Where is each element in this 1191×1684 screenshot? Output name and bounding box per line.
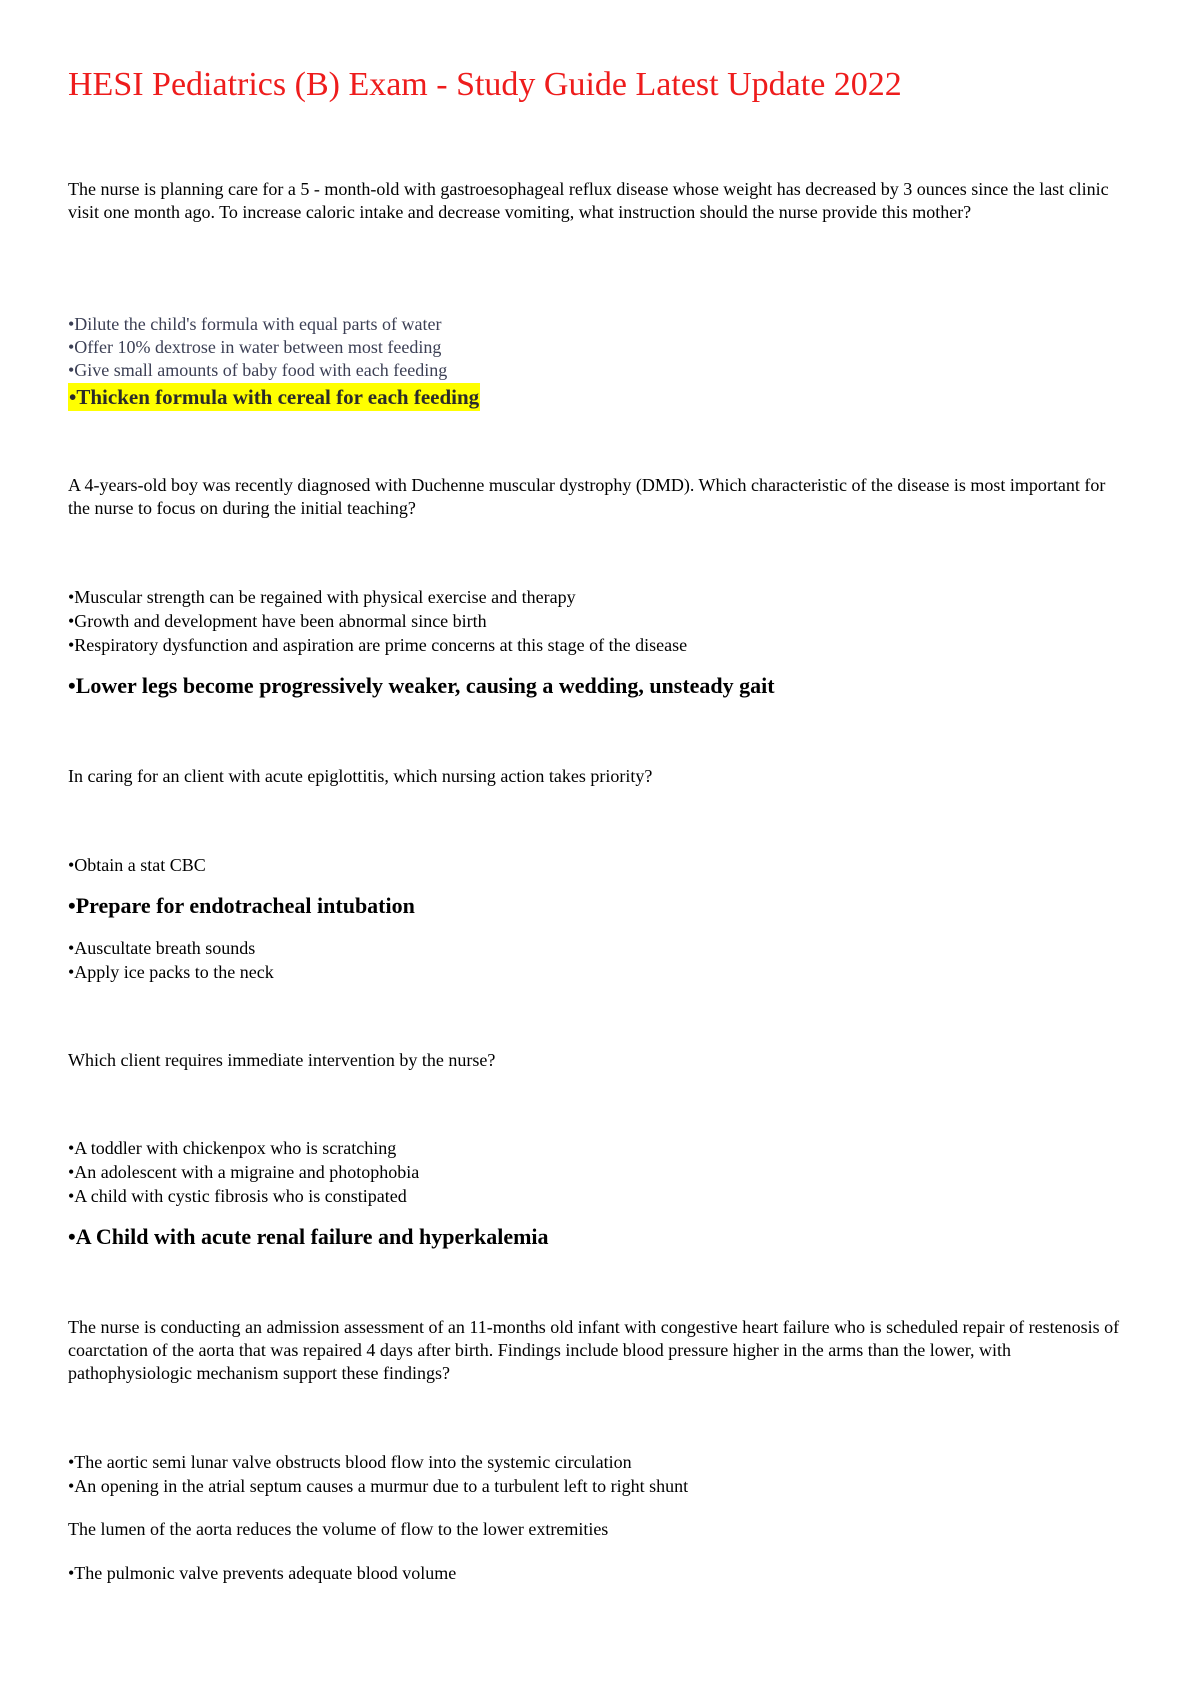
correct-answer: •Prepare for endotracheal intubation [68, 893, 415, 918]
correct-answer: •Lower legs become progressively weaker,… [68, 673, 775, 698]
answer-statement: The lumen of the aorta reduces the volum… [68, 1519, 609, 1539]
option-item: •A child with cystic fibrosis who is con… [68, 1186, 407, 1206]
highlighted-answer: •Thicken formula with cereal for each fe… [68, 383, 481, 411]
option-item: •A toddler with chickenpox who is scratc… [68, 1138, 397, 1158]
option-item: •The aortic semi lunar valve obstructs b… [68, 1452, 632, 1472]
option-item: •Dilute the child's formula with equal p… [68, 314, 442, 334]
option-item: •Auscultate breath sounds [68, 938, 256, 958]
question-text: A 4-years-old boy was recently diagnosed… [68, 475, 1106, 518]
option-item: •An adolescent with a migraine and photo… [68, 1162, 420, 1182]
option-item: •Respiratory dysfunction and aspiration … [68, 635, 688, 655]
option-item: •An opening in the atrial septum causes … [68, 1476, 689, 1496]
option-item: •The pulmonic valve prevents adequate bl… [68, 1563, 457, 1583]
correct-answer: •A Child with acute renal failure and hy… [68, 1224, 549, 1249]
option-item: •Offer 10% dextrose in water between mos… [68, 337, 442, 357]
option-item: •Growth and development have been abnorm… [68, 611, 487, 631]
question-text: The nurse is planning care for a 5 - mon… [68, 179, 1109, 222]
question-text: Which client requires immediate interven… [68, 1050, 496, 1070]
option-item: •Apply ice packs to the neck [68, 962, 274, 982]
question-text: The nurse is conducting an admission ass… [68, 1317, 1120, 1383]
option-item: •Muscular strength can be regained with … [68, 587, 576, 607]
question-text: In caring for an client with acute epigl… [68, 766, 653, 786]
document-title: HESI Pediatrics (B) Exam - Study Guide L… [68, 66, 902, 103]
option-item: •Obtain a stat CBC [68, 855, 206, 875]
option-item: •Give small amounts of baby food with ea… [68, 360, 448, 380]
